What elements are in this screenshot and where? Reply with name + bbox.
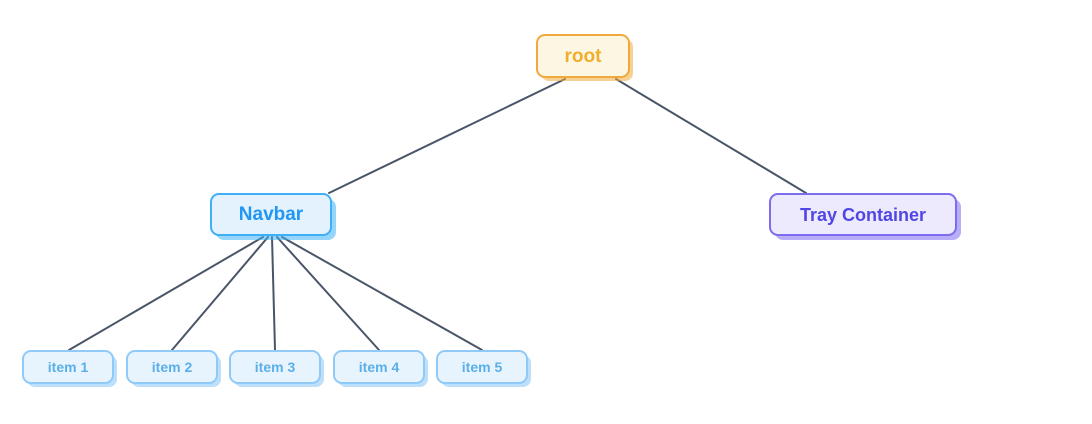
node-navbar[interactable]: Navbar (210, 193, 332, 236)
node-item-2[interactable]: item 2 (126, 350, 218, 384)
node-item-2-label: item 2 (151, 359, 193, 375)
node-item-5-label: item 5 (461, 359, 503, 375)
node-tray-container[interactable]: Tray Container (769, 193, 957, 236)
edge-navbar-item1 (68, 236, 264, 351)
node-item-4-label: item 4 (358, 359, 400, 375)
edge-navbar-item2 (171, 236, 269, 351)
node-navbar-label: Navbar (238, 204, 304, 225)
edge-root-tray (615, 78, 807, 194)
node-item-4[interactable]: item 4 (333, 350, 425, 384)
node-root[interactable]: root (536, 34, 630, 78)
node-root-label: root (564, 45, 602, 67)
node-item-1-label: item 1 (47, 359, 89, 375)
node-tray-container-label: Tray Container (799, 204, 927, 225)
edge-root-navbar (328, 78, 566, 194)
node-item-3[interactable]: item 3 (229, 350, 321, 384)
node-item-5[interactable]: item 5 (436, 350, 528, 384)
edge-navbar-item3 (271, 236, 276, 351)
edge-navbar-item4 (276, 236, 380, 351)
edge-group (68, 78, 807, 351)
node-item-3-label: item 3 (254, 359, 296, 375)
node-item-1[interactable]: item 1 (22, 350, 114, 384)
edge-navbar-item5 (281, 236, 483, 351)
